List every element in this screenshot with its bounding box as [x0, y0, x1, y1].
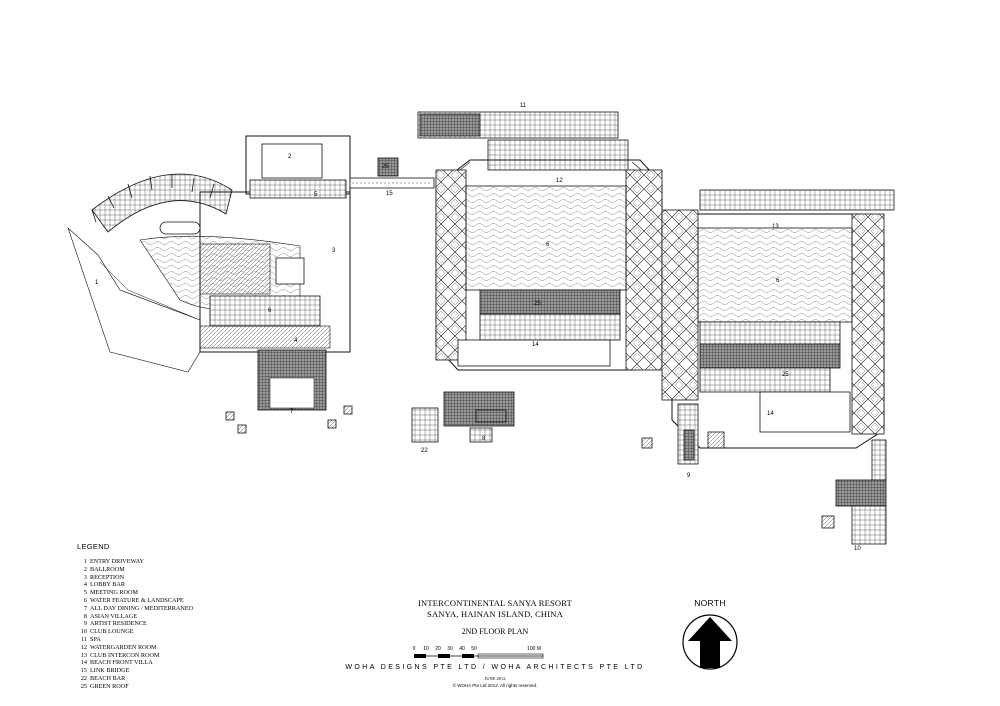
north-arrow-icon — [682, 614, 738, 670]
legend-item-label: ASIAN VILLAGE — [90, 612, 138, 620]
plan-labels: 1 2 3 4 5 6 6 6 7 8 9 10 11 12 13 14 14 … — [95, 103, 861, 552]
legend-item-number: 22 — [80, 674, 87, 682]
label-artist-residence: 9 — [687, 473, 691, 479]
label-beach-bar: 22 — [421, 448, 428, 454]
scale-bar: 0 10 20 30 40 50 100 M — [413, 646, 544, 659]
plan-name: 2ND FLOOR PLAN — [461, 627, 529, 636]
label-water-feature-central: 6 — [546, 242, 550, 248]
legend-item-label: LOBBY BAR — [90, 581, 126, 589]
scale-tick-label: 50 — [471, 646, 477, 652]
label-watergarden-room: 12 — [556, 178, 563, 184]
label-green-roof-bridge: 25 — [382, 164, 389, 170]
label-reception: 3 — [332, 248, 336, 254]
scale-tick-label: 30 — [447, 646, 453, 652]
scale-tick-label: 20 — [435, 646, 441, 652]
legend-item-label: BEACH FRONT VILLA — [90, 659, 153, 667]
label-beach-front-villa-east: 14 — [767, 411, 774, 417]
north-label: NORTH — [694, 598, 726, 608]
legend-item-label: RECEPTION — [90, 573, 125, 581]
legend-item-number: 7 — [83, 604, 87, 612]
label-ballroom: 2 — [288, 154, 292, 160]
legend-item-number: 12 — [80, 643, 87, 651]
legend-item-label: WATER FEATURE & LANDSCAPE — [90, 596, 184, 604]
legend-item-number: 4 — [83, 581, 87, 589]
label-spa: 11 — [520, 103, 527, 109]
label-club-lounge: 10 — [854, 546, 861, 552]
legend-item-label: BEACH BAR — [90, 674, 126, 682]
legend-item-label: ENTRY DRIVEWAY — [90, 558, 145, 565]
legend-item-label: WATERGARDEN ROOM — [90, 643, 157, 651]
legend-item-number: 15 — [80, 667, 87, 675]
label-green-roof-central: 25 — [534, 301, 541, 307]
legend-item-label: GREEN ROOF — [90, 682, 129, 690]
legend-item-label: ARTIST RESIDENCE — [90, 620, 147, 628]
scale-tick-label: 10 — [423, 646, 429, 652]
label-all-day-dining: 7 — [290, 409, 294, 415]
project-location: SANYA, HAINAN ISLAND, CHINA — [427, 609, 563, 619]
west-wing — [67, 135, 435, 434]
central-wing — [411, 111, 663, 443]
legend-item-number: 8 — [83, 612, 87, 620]
legend-item-label: CLUB INTERCON ROOM — [90, 651, 160, 659]
label-water-feature-east: 6 — [776, 278, 780, 284]
legend-item-number: 2 — [83, 565, 87, 573]
legend-item-label: MEETING ROOM — [90, 589, 138, 597]
scale-tick-label: 40 — [459, 646, 465, 652]
legend-item-number: 6 — [83, 596, 87, 604]
label-club-intercon-room: 13 — [772, 224, 779, 230]
legend-title: LEGEND — [77, 542, 110, 551]
copyright: © WOHA Pte Ltd 2012. All rights reserved… — [452, 683, 538, 688]
legend-item-label: CLUB LOUNGE — [90, 628, 134, 636]
legend-item-label: SPA — [90, 635, 101, 643]
label-lobby-bar: 4 — [294, 338, 298, 344]
project-name: INTERCONTINENTAL SANYA RESORT — [418, 598, 572, 608]
scale-tick-label: 0 — [413, 646, 416, 652]
legend-item-label: ALL DAY DINING / MEDITERRANEO — [90, 604, 194, 612]
legend-item-number: 14 — [80, 659, 87, 667]
label-meeting-room: 5 — [314, 192, 318, 198]
legend-item-label: LINK BRIDGE — [90, 667, 130, 675]
north-arrow: NORTH — [670, 598, 750, 677]
legend-item-number: 9 — [83, 620, 87, 628]
label-link-bridge: 15 — [386, 191, 393, 197]
legend-item-number: 1 — [83, 558, 87, 565]
title-block: INTERCONTINENTAL SANYA RESORT SANYA, HAI… — [380, 598, 610, 636]
legend-item-number: 13 — [80, 651, 87, 659]
label-asian-village: 8 — [482, 436, 486, 442]
legend-item-label: BALLROOM — [90, 565, 125, 573]
legend-item-number: 11 — [81, 635, 87, 643]
label-green-roof-east: 25 — [782, 372, 789, 378]
legend-item-number: 10 — [80, 628, 87, 636]
label-entry-driveway: 1 — [95, 280, 99, 286]
legend-item-number: 3 — [83, 573, 87, 581]
label-beach-front-villa-central: 14 — [532, 342, 539, 348]
legend-item-number: 25 — [80, 682, 87, 690]
firm-name: WOHA DESIGNS PTE LTD / WOHA ARCHITECTS P… — [345, 664, 645, 671]
legend-item-number: 5 — [83, 589, 87, 597]
label-water-feature-west: 6 — [268, 308, 272, 314]
east-wing — [641, 189, 895, 545]
scale-tick-label: 100 M — [527, 646, 541, 652]
drawing-date: JUNE 2012 — [484, 676, 506, 681]
